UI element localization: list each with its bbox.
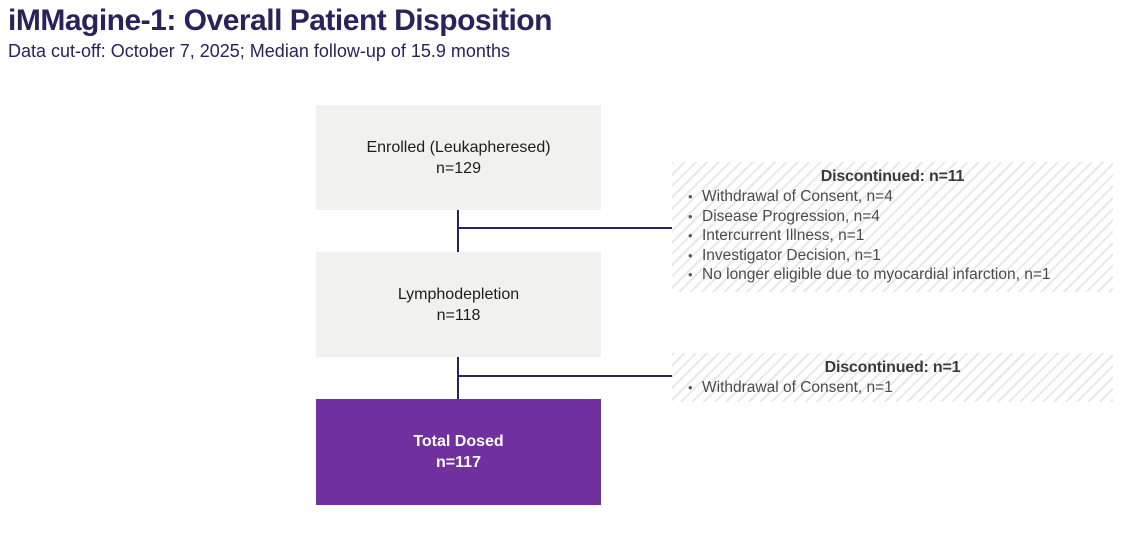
list-item: No longer eligible due to myocardial inf… — [684, 265, 1101, 285]
connector-branch-2 — [457, 375, 672, 377]
list-item: Intercurrent Illness, n=1 — [684, 226, 1101, 246]
connector-vertical-2 — [457, 357, 459, 399]
flow-node-label: Total Dosed — [413, 433, 504, 450]
page-title: iMMagine-1: Overall Patient Disposition — [8, 4, 552, 37]
discontinued-list: Withdrawal of Consent, n=1 — [684, 378, 1101, 398]
discontinued-title: Discontinued: n=1 — [824, 359, 961, 376]
flow-node-label: Lymphodepletion — [397, 285, 520, 303]
list-item: Investigator Decision, n=1 — [684, 246, 1101, 266]
discontinued-box-1: Discontinued: n=11 Withdrawal of Consent… — [672, 162, 1113, 292]
list-item: Disease Progression, n=4 — [684, 207, 1101, 227]
list-item: Withdrawal of Consent, n=1 — [684, 378, 1101, 398]
flow-node-count: n=118 — [436, 306, 481, 324]
flow-node-lymphodepletion: Lymphodepletion n=118 — [316, 252, 601, 357]
discontinued-box-2: Discontinued: n=1 Withdrawal of Consent,… — [672, 353, 1113, 402]
page-subtitle: Data cut-off: October 7, 2025; Median fo… — [8, 41, 510, 61]
discontinued-title: Discontinued: n=11 — [820, 168, 965, 185]
discontinued-list: Withdrawal of Consent, n=4 Disease Progr… — [684, 187, 1101, 285]
flow-node-enrolled: Enrolled (Leukapheresed) n=129 — [316, 105, 601, 210]
flow-node-count: n=129 — [436, 159, 481, 177]
flow-node-count: n=117 — [436, 454, 481, 471]
connector-vertical-1 — [457, 210, 459, 252]
flow-node-label: Enrolled (Leukapheresed) — [366, 138, 551, 156]
connector-branch-1 — [457, 227, 672, 229]
flow-node-total-dosed: Total Dosed n=117 — [316, 399, 601, 505]
list-item: Withdrawal of Consent, n=4 — [684, 187, 1101, 207]
